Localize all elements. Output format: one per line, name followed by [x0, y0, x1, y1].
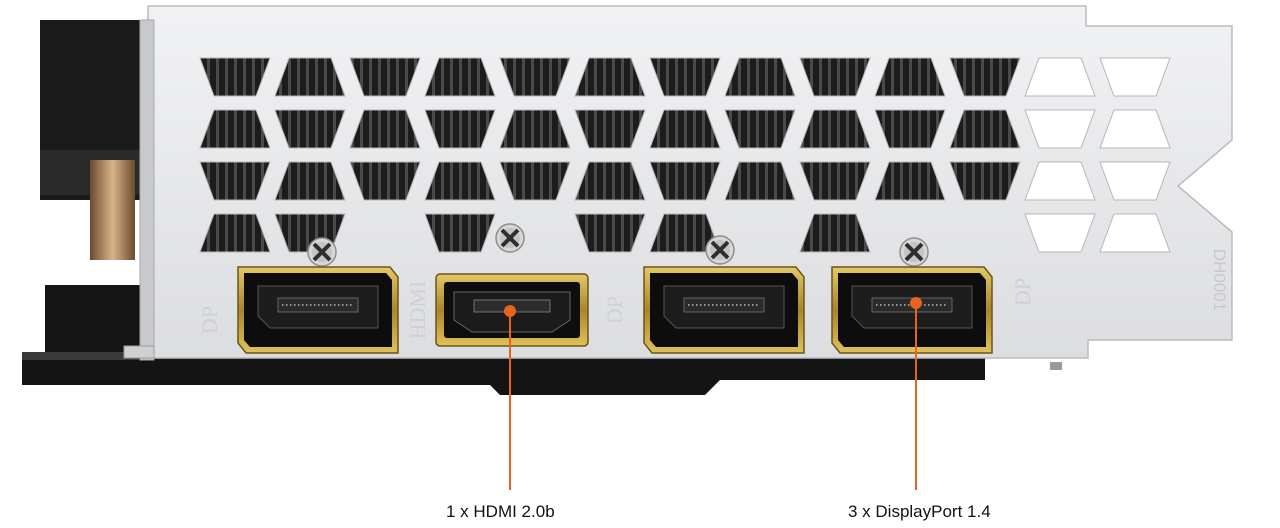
port-label-dp-2: DP: [602, 296, 627, 324]
displayport-port-2: [643, 266, 805, 354]
vent-opening: [499, 109, 571, 149]
vent-opening: [799, 213, 871, 253]
vent-opening: [724, 161, 796, 201]
vent-opening: [199, 161, 271, 201]
vent-opening: [349, 57, 421, 97]
vent-opening: [274, 161, 346, 201]
vent-opening: [199, 109, 271, 149]
callout-label-hdmi: 1 x HDMI 2.0b: [446, 502, 555, 521]
vent-opening: [1024, 57, 1096, 97]
vent-opening: [649, 161, 721, 201]
vent-opening: [199, 57, 271, 97]
callout-displayport: [910, 297, 922, 490]
vent-opening: [724, 57, 796, 97]
vent-opening: [949, 109, 1021, 149]
vent-opening: [1024, 109, 1096, 149]
vent-opening: [874, 109, 946, 149]
screw-icon: [898, 236, 930, 268]
vent-opening: [1099, 109, 1171, 149]
vent-opening: [499, 57, 571, 97]
vent-opening: [1099, 161, 1171, 201]
vent-opening: [274, 109, 346, 149]
vent-opening: [799, 109, 871, 149]
vent-opening: [349, 161, 421, 201]
screw-icon: [306, 236, 338, 268]
vent-opening: [1099, 213, 1171, 253]
vent-grille: [199, 57, 1171, 253]
vent-opening: [949, 161, 1021, 201]
vent-opening: [499, 161, 571, 201]
vent-opening: [349, 109, 421, 149]
screw-icon: [494, 222, 526, 254]
vent-opening: [574, 109, 646, 149]
displayport-port-3: [831, 266, 993, 354]
vent-opening: [949, 57, 1021, 97]
vent-opening: [1024, 161, 1096, 201]
vent-opening: [799, 57, 871, 97]
vent-opening: [799, 161, 871, 201]
vent-opening: [424, 109, 496, 149]
port-label-hdmi: HDMI: [405, 281, 430, 340]
callout-hdmi: [504, 305, 516, 490]
part-code: DH0001: [1210, 249, 1229, 311]
vent-opening: [574, 213, 646, 253]
card-body: [22, 20, 985, 395]
vent-opening: [649, 57, 721, 97]
vent-opening: [424, 161, 496, 201]
vent-opening: [874, 57, 946, 97]
vent-opening: [649, 109, 721, 149]
vent-opening: [724, 109, 796, 149]
port-label-dp-3: DP: [1010, 278, 1035, 306]
callout-label-displayport: 3 x DisplayPort 1.4: [848, 502, 991, 521]
vent-opening: [274, 57, 346, 97]
displayport-port-1: [237, 266, 399, 354]
vent-opening: [424, 57, 496, 97]
vent-opening: [1024, 213, 1096, 253]
port-label-dp-1: DP: [197, 306, 222, 334]
vent-opening: [874, 161, 946, 201]
vent-opening: [424, 213, 496, 253]
screw-icon: [704, 234, 736, 266]
vent-opening: [574, 161, 646, 201]
vent-opening: [1099, 57, 1171, 97]
vent-opening: [199, 213, 271, 253]
vent-opening: [574, 57, 646, 97]
